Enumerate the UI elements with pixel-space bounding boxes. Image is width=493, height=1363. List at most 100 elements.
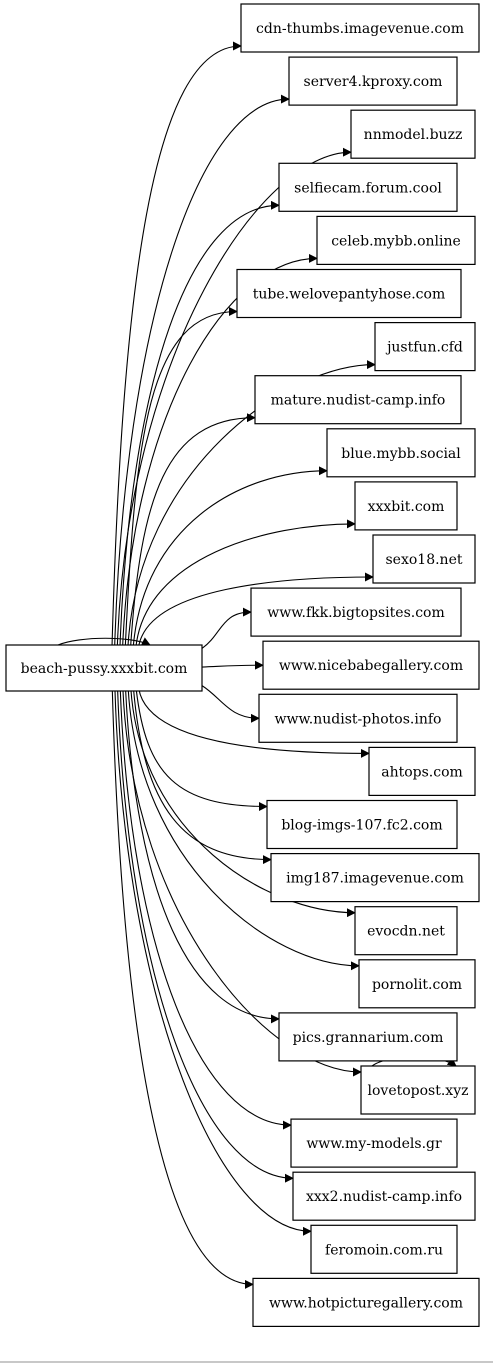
node-label: ahtops.com <box>381 764 463 780</box>
node-blue-mybb-social: blue.mybb.social <box>326 428 476 478</box>
node-label: www.nicebabegallery.com <box>279 658 463 674</box>
node-box <box>374 322 476 372</box>
node-box <box>326 428 476 478</box>
node-box <box>250 587 462 637</box>
node-www-fkk-bigtopsites-com: www.fkk.bigtopsites.com <box>250 587 462 637</box>
node-feromoin-com-ru: feromoin.com.ru <box>310 1224 458 1274</box>
edge-to-selfiecam-forum-cool <box>119 200 280 648</box>
edge-to-tube-welovepantyhose-com <box>124 307 238 648</box>
node-box <box>316 215 476 265</box>
node-box <box>358 959 476 1009</box>
node-server4-kproxy-com: server4.kproxy.com <box>288 56 458 106</box>
node-label: xxxbit.com <box>368 499 445 515</box>
node-box <box>372 534 476 584</box>
node-label: www.nudist-photos.info <box>275 711 442 727</box>
node-lovetopost-xyz: lovetopost.xyz <box>360 1065 476 1115</box>
edge-to-celeb-mybb-online <box>122 253 318 648</box>
node-box <box>290 1118 458 1168</box>
node-ahtops-com: ahtops.com <box>368 746 476 797</box>
node-www-nicebabegallery-com: www.nicebabegallery.com <box>262 640 480 690</box>
node-label: justfun.cfd <box>385 340 463 356</box>
node-label: tube.welovepantyhose.com <box>253 287 445 303</box>
edge-to-feromoin-com-ru <box>114 688 312 1236</box>
node-www-nudist-photos-info: www.nudist-photos.info <box>258 693 458 743</box>
edge-to-mature-nudist-camp-info <box>130 413 256 648</box>
node-box <box>258 693 458 743</box>
node-label: feromoin.com.ru <box>325 1242 443 1258</box>
node-img187-imagevenue-com: img187.imagevenue.com <box>270 852 480 903</box>
edge-to-evocdn-net <box>130 688 356 918</box>
edge-self-loop-source <box>57 637 151 646</box>
node-box <box>354 906 458 956</box>
node-mature-nudist-camp-info: mature.nudist-camp.info <box>254 375 462 425</box>
node-box <box>5 644 203 692</box>
node-label: www.hotpicturegallery.com <box>269 1295 463 1311</box>
edge-to-cdn-thumbs-imagevenue-com <box>111 41 242 648</box>
edge-to-blog-imgs-107-fc2-com <box>135 688 268 811</box>
edge-to-sexo18-net <box>138 572 374 648</box>
node-box <box>350 109 476 159</box>
node-justfun-cfd: justfun.cfd <box>374 322 476 372</box>
edge-to-lovetopost-xyz <box>122 688 362 1077</box>
node-label: lovetopost.xyz <box>368 1083 469 1099</box>
node-sexo18-net: sexo18.net <box>372 534 476 584</box>
node-label: server4.kproxy.com <box>304 74 443 90</box>
node-box <box>368 746 476 797</box>
node-xxx2-nudist-camp-info: xxx2.nudist-camp.info <box>292 1171 476 1221</box>
node-www-my-models-gr: www.my-models.gr <box>290 1118 458 1168</box>
node-label: pics.grannarium.com <box>293 1030 444 1046</box>
nodes-layer: beach-pussy.xxxbit.com cdn-thumbs.imageve… <box>5 3 480 1328</box>
node-box <box>252 1277 480 1328</box>
node-box <box>310 1224 458 1274</box>
node-pics-grannarium-com: pics.grannarium.com <box>278 1012 458 1062</box>
node-box <box>254 375 462 425</box>
edge-to-server4-kproxy-com <box>114 94 290 648</box>
edge-to-www-nudist-photos-info <box>201 685 260 723</box>
node-cdn-thumbs-imagevenue-com: cdn-thumbs.imagevenue.com <box>240 3 480 53</box>
node-label: blue.mybb.social <box>341 446 461 462</box>
node-blog-imgs-107-fc2-com: blog-imgs-107.fc2.com <box>266 799 458 850</box>
node-label: blog-imgs-107.fc2.com <box>281 818 442 834</box>
edge-to-xxxbit-com <box>135 519 356 648</box>
node-box <box>236 268 462 319</box>
node-label: mature.nudist-camp.info <box>271 393 446 409</box>
node-label: cdn-thumbs.imagevenue.com <box>256 21 464 37</box>
node-celeb-mybb-online: celeb.mybb.online <box>316 215 476 265</box>
edge-to-www-hotpicturegallery-com <box>111 688 254 1289</box>
node-label: nnmodel.buzz <box>364 127 463 143</box>
node-www-hotpicturegallery-com: www.hotpicturegallery.com <box>252 1277 480 1328</box>
node-label: celeb.mybb.online <box>331 233 461 249</box>
edge-to-www-my-models-gr <box>119 688 292 1130</box>
edge-to-www-nicebabegallery-com <box>201 660 264 670</box>
node-pornolit-com: pornolit.com <box>358 959 476 1009</box>
edge-to-img187-imagevenue-com <box>132 688 272 865</box>
node-label: pornolit.com <box>372 977 462 993</box>
edges-layer <box>57 41 457 1289</box>
node-label: sexo18.net <box>386 552 463 568</box>
node-label: img187.imagevenue.com <box>286 871 464 887</box>
node-box <box>288 56 458 106</box>
edge-to-justfun-cfd <box>127 360 376 648</box>
edge-to-pics-grannarium-com <box>125 688 280 1024</box>
node-box <box>266 799 458 850</box>
edge-to-ahtops-com <box>138 688 370 758</box>
node-tube-welovepantyhose-com: tube.welovepantyhose.com <box>236 268 462 319</box>
node-nnmodel-buzz: nnmodel.buzz <box>350 109 476 159</box>
node-label: beach-pussy.xxxbit.com <box>21 661 188 677</box>
edge-to-blue-mybb-social <box>132 466 328 648</box>
node-box <box>240 3 480 53</box>
node-xxxbit-com: xxxbit.com <box>354 481 458 531</box>
node-label: xxx2.nudist-camp.info <box>306 1189 462 1205</box>
node-label: evocdn.net <box>367 924 445 940</box>
node-box <box>278 1012 458 1062</box>
edge-to-pornolit-com <box>127 688 360 971</box>
bottom-divider <box>0 1361 493 1363</box>
node-label: www.fkk.bigtopsites.com <box>267 605 445 621</box>
node-label: www.my-models.gr <box>306 1136 442 1152</box>
node-box <box>354 481 458 531</box>
node-label: selfiecam.forum.cool <box>294 180 442 196</box>
node-box <box>262 640 480 690</box>
node-box <box>292 1171 476 1221</box>
node-source: beach-pussy.xxxbit.com <box>5 644 203 692</box>
